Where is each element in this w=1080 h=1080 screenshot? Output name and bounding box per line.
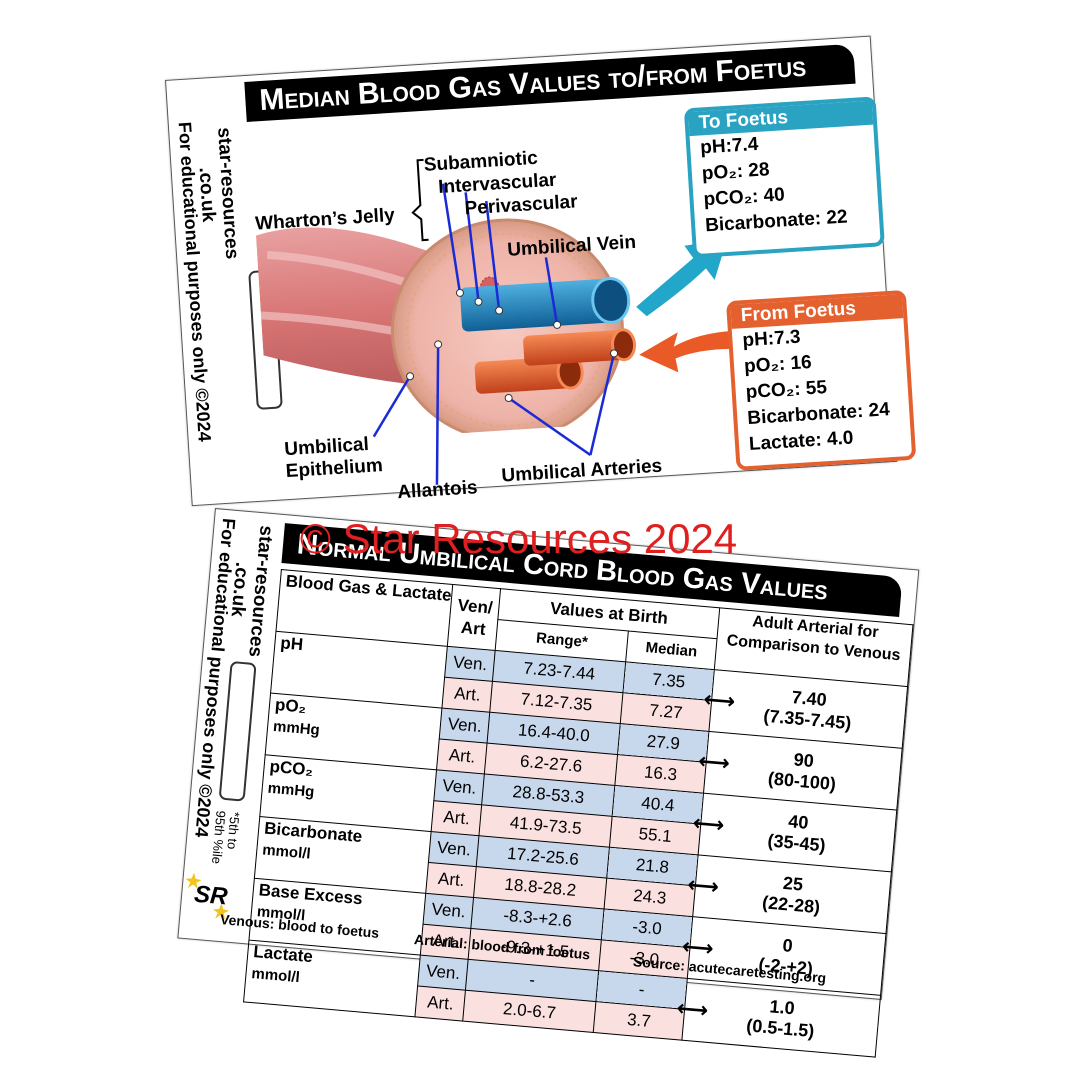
to-foetus-box: To Foetus pH:7.4 pO₂: 28 pCO₂: 40 Bicarb… (683, 96, 885, 259)
param-name: pH (279, 633, 304, 655)
double-arrow-icon: ⟷ (691, 809, 726, 838)
art-label: Art. (425, 862, 477, 898)
param-name: pCO₂ (268, 756, 314, 780)
ven-median-value: 27.9 (645, 731, 681, 754)
param-unit: mmol/l (250, 964, 301, 987)
art-label: Art. (415, 986, 466, 1022)
to-foetus-arrow (636, 239, 728, 317)
umbilical-artery-tube-2 (523, 330, 625, 366)
bottom-card: Normal Umbilical Cord Blood Gas Values s… (177, 508, 920, 1058)
ven-median-value: - (638, 979, 646, 1000)
ven-median-value: 40.4 (640, 793, 676, 816)
double-arrow-icon: ⟷ (686, 871, 721, 900)
logo-text: SR (193, 880, 229, 911)
param-unit (280, 654, 446, 668)
ven-median-value: 21.8 (635, 855, 670, 877)
art-label: Art. (442, 677, 493, 713)
ven-label: Ven. (417, 955, 469, 991)
percentile-note: *5th to 95th %ile (209, 810, 243, 866)
star-resources-logo: SR (180, 870, 234, 924)
ven-label: Ven. (423, 893, 474, 929)
label-umbilical-epithelium: Umbilical Epithelium (284, 433, 384, 483)
double-arrow-icon: ⟷ (697, 748, 731, 776)
double-arrow-icon: ⟷ (702, 686, 737, 715)
param-name: Lactate (252, 942, 314, 967)
top-card: Median Blood Gas Values to/from Foetus s… (165, 35, 917, 507)
header-venart: Ven/ Art (447, 584, 501, 651)
artery-opening-2 (611, 328, 637, 362)
ven-median-value: 7.35 (651, 669, 687, 692)
logo-stars-icon (185, 872, 229, 920)
ven-label: Ven. (428, 831, 480, 867)
from-foetus-arrow (639, 330, 735, 373)
double-arrow-icon: ⟷ (675, 995, 710, 1023)
ven-label: Ven. (439, 708, 491, 744)
param-name: pO₂ (274, 695, 307, 717)
art-label: Art. (431, 800, 482, 836)
flow-arrows (636, 239, 735, 373)
umbilical-artery-tube-1 (474, 356, 571, 394)
label-allantois: Allantois (396, 477, 479, 504)
from-foetus-box: From Foetus pH:7.3 pO₂: 16 pCO₂: 55 Bica… (725, 289, 917, 471)
watermark-text: © Star Resources 2024 (300, 515, 738, 562)
double-arrow-icon: ⟷ (681, 933, 715, 962)
label-pointers (372, 158, 619, 485)
vein-opening (591, 276, 631, 324)
ven-label: Ven. (434, 769, 485, 805)
ven-label: Ven. (444, 646, 496, 682)
param-unit: mmHg (267, 779, 316, 801)
param-unit: mmol/l (261, 841, 312, 863)
ven-median-value: -3.0 (631, 917, 663, 939)
param-unit: mmHg (272, 717, 321, 739)
art-label: Art. (436, 738, 488, 775)
